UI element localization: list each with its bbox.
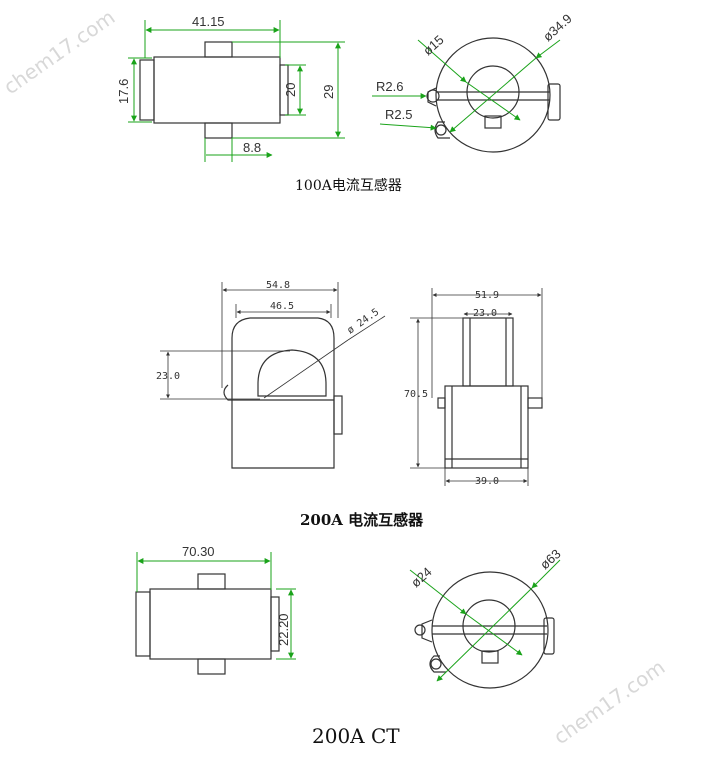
- ct100-body-height-label: 17.6: [116, 79, 131, 104]
- watermark-top-left: chem17.com: [0, 5, 119, 99]
- ct200-base-width-label: 39.0: [475, 476, 499, 487]
- ct200-opening-height-label: 23.0: [156, 371, 180, 382]
- caption-100a: 100A电流互感器: [295, 178, 402, 194]
- ct200-front-view: [223, 317, 343, 469]
- ct100-clip-height-label: 20: [283, 83, 298, 97]
- ct100-tab-width-label: 8.8: [243, 140, 261, 155]
- ct200ct-height-label: 22.20: [276, 613, 291, 646]
- ct200-inner-width-label: 46.5: [270, 301, 294, 312]
- ct100-radius-a-label: R2.6: [376, 79, 403, 94]
- ct200ct-outer-diameter-label: ø63: [537, 546, 564, 572]
- ct200ct-side-view: [135, 573, 280, 675]
- ct200-height-label: 70.5: [404, 389, 428, 400]
- ct100-total-height-label: 29: [321, 85, 336, 99]
- ct100-outer-diameter-label: ø34.9: [540, 11, 575, 44]
- ct200-width-label: 54.8: [266, 280, 290, 291]
- ct200ct-side-dimensions: [136, 552, 296, 660]
- caption-200a: 200A 电流互感器: [300, 511, 424, 529]
- ct200-side-view: [437, 317, 543, 469]
- ct100-round-view: [426, 37, 561, 153]
- watermark-bottom-right: chem17.com: [549, 655, 669, 749]
- ct100-width-label: 41.15: [192, 14, 225, 29]
- caption-200a-ct: 200A CT: [312, 724, 400, 748]
- ct100-radius-b-label: R2.5: [385, 107, 412, 122]
- ct200ct-round-dimensions: [409, 559, 561, 682]
- ct100-round-dimensions: [372, 39, 561, 133]
- ct200-front-dimensions: [160, 282, 386, 400]
- ct100-side-dimensions: [128, 20, 345, 162]
- ct200-top-width-label: 23.0: [473, 308, 497, 319]
- ct100-side-view: [139, 41, 289, 139]
- ct100-inner-diameter-label: ø15: [420, 32, 447, 58]
- ct200-side-width-label: 51.9: [475, 290, 499, 301]
- ct200ct-width-label: 70.30: [182, 544, 215, 559]
- ct200ct-round-view: [414, 571, 555, 689]
- ct200-side-dimensions: [410, 288, 543, 486]
